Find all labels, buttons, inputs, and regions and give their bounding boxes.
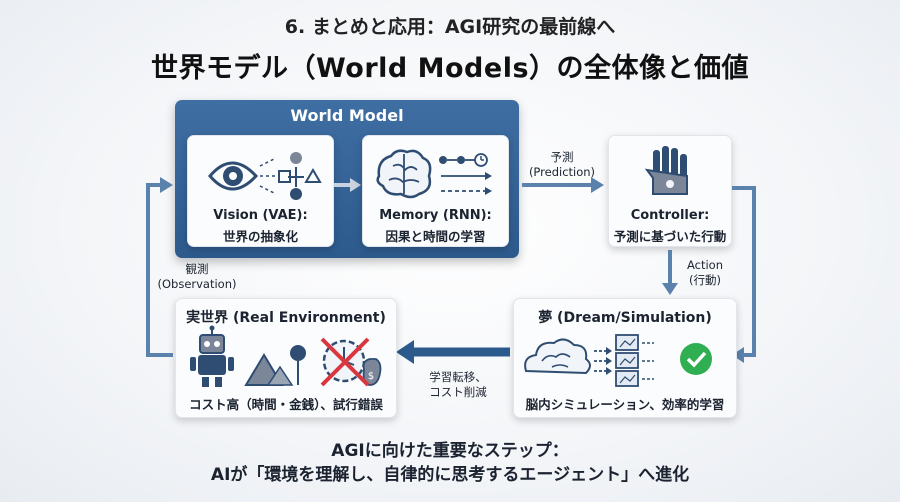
real-environment-caption: コスト高（時間・金銭）、試行錯誤 xyxy=(189,397,383,412)
world-model-title: World Model xyxy=(290,106,404,125)
action-label: Action (行動) xyxy=(686,258,724,287)
robot-hand-icon xyxy=(644,146,688,195)
cross-icon xyxy=(320,337,370,387)
prediction-label: 予測 (Prediction) xyxy=(528,150,596,179)
landscape-icon xyxy=(244,345,306,386)
brain-icon xyxy=(376,149,432,199)
memory-sublabel: 因果と時間の学習 xyxy=(385,229,486,244)
dream-title: 夢 (Dream/Simulation) xyxy=(538,310,712,326)
simulation-frames-icon xyxy=(594,334,654,387)
page-subtitle: 6. まとめと応用：AGI研究の最前線へ xyxy=(284,16,616,38)
controller-sublabel: 予測に基づいた行動 xyxy=(613,229,727,244)
transfer-label: 学習転移、 コスト削減 xyxy=(429,370,487,399)
vision-label: Vision (VAE): xyxy=(213,208,308,223)
svg-text:$: $ xyxy=(368,371,374,382)
vision-sublabel: 世界の抽象化 xyxy=(222,229,298,244)
real-environment-card: 実世界 (Real Environment) $ コスト高（時間・金銭）、試行錯… xyxy=(175,298,397,418)
memory-label: Memory (RNN): xyxy=(379,208,492,223)
footer-line-2: AIが「環境を理解し、自律的に思考するエージェント」へ進化 xyxy=(210,465,690,485)
check-icon xyxy=(680,343,712,375)
eye-icon xyxy=(208,157,277,195)
robot-icon xyxy=(190,325,234,387)
real-environment-title: 実世界 (Real Environment) xyxy=(186,310,386,326)
shapes-icon xyxy=(278,152,322,200)
dream-caption: 脳内シミュレーション、効率的学習 xyxy=(525,397,725,412)
footer-line-1: AGIに向けた重要なステップ： xyxy=(331,441,569,461)
memory-card: Memory (RNN): 因果と時間の学習 xyxy=(362,135,509,247)
dream-card: 夢 (Dream/Simulation) 脳内シミュレーション、効率的学習 xyxy=(513,298,737,418)
observation-label: 観測 (Observation) xyxy=(157,262,237,291)
vision-card: Vision (VAE): 世界の抽象化 xyxy=(187,135,334,247)
dream-cloud-icon xyxy=(524,338,591,375)
controller-card: Controller: 予測に基づいた行動 xyxy=(608,135,732,247)
sequence-icon xyxy=(439,153,492,195)
controller-label: Controller: xyxy=(630,208,710,223)
page-title: 世界モデル（World Models）の全体像と価値 xyxy=(150,53,750,84)
